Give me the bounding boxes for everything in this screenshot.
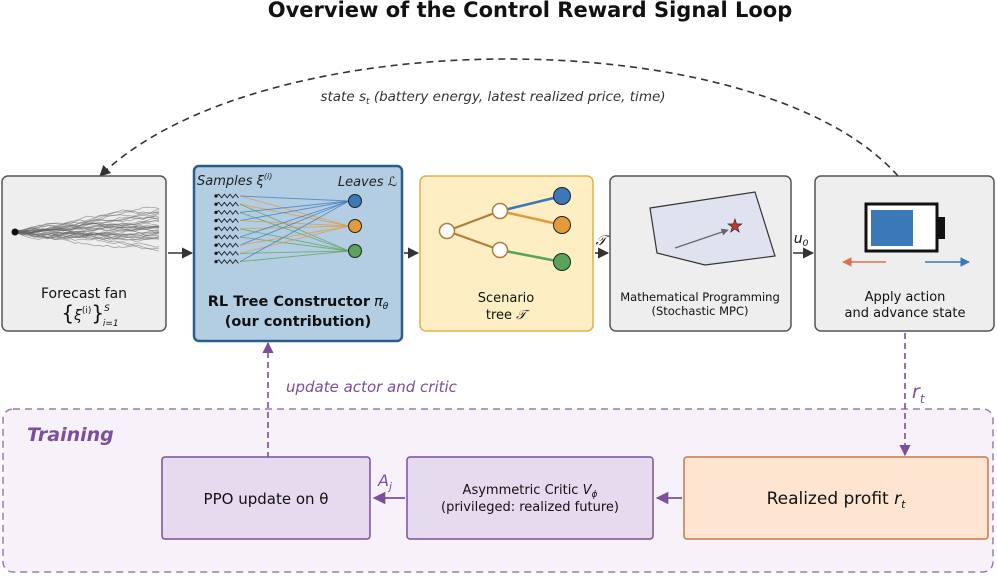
forecast-path (14, 231, 160, 248)
forecast-fan-label: Forecast fan (41, 286, 127, 302)
rl-mapping-edge (239, 250, 350, 254)
update-label: update actor and critic (286, 378, 458, 396)
mpc-label-2: (Stochastic MPC) (651, 304, 748, 318)
critic-label-2: (privileged: realized future) (441, 500, 619, 515)
ppo-update-box: PPO update on θ (161, 456, 371, 540)
critic-label-1: Asymmetric Critic Vϕ (463, 483, 598, 500)
scenario-tree-label-1: Scenario (478, 291, 535, 306)
forecast-path (14, 231, 160, 242)
forecast-path (14, 208, 160, 233)
rl-samples-label: Samples ξ(i) (197, 172, 272, 189)
battery-charge-level (871, 210, 913, 246)
edge-label-advantage: Aj (377, 471, 393, 493)
realized-profit-box: Realized profit rt (683, 456, 989, 540)
forecast-fan-lines (14, 206, 160, 252)
rl-sample-squiggle (215, 250, 239, 256)
rl-sample-squiggle (215, 209, 239, 215)
rl-mapping-edge (239, 236, 350, 252)
rl-leaves-label: Leaves ℒ (338, 175, 397, 190)
mpc-label-1: Mathematical Programming (620, 290, 780, 304)
rl-mapping-edge (239, 200, 350, 238)
rl-mapping-edge (239, 200, 350, 262)
rl-mapping-edge (239, 225, 350, 254)
forecast-path (14, 225, 160, 236)
training-label: Training (27, 424, 114, 446)
rl-mapping-edge (239, 225, 350, 230)
diagram-title: Overview of the Control Reward Signal Lo… (268, 0, 792, 22)
ppo-update-label: PPO update on θ (204, 490, 329, 508)
tree-leaf-orange (553, 216, 571, 234)
rl-leaf-green (348, 244, 362, 258)
tree-mid-node-top (491, 202, 509, 220)
apply-label-2: and advance state (845, 306, 966, 321)
rl-sample-dot (214, 260, 218, 264)
rl-mapping-edge (239, 195, 350, 202)
rl-box-subtitle: (our contribution) (225, 314, 372, 330)
asymmetric-critic-box: Asymmetric Critic Vϕ (privileged: realiz… (406, 456, 654, 540)
rl-sample-dot (214, 251, 218, 255)
rl-sample-dot (214, 210, 218, 214)
rl-mapping-edge (239, 250, 350, 263)
apply-action-box: Apply action and advance state (814, 175, 995, 332)
edge-label-reward: rt (912, 381, 926, 406)
rl-sample-dot (214, 235, 218, 239)
battery-terminal-icon (937, 217, 945, 239)
rl-sample-squiggle (215, 193, 239, 199)
rl-leaf-orange (348, 219, 362, 233)
scenario-tree-box: Scenario tree 𝒯 (419, 175, 594, 332)
rl-sample-dot (214, 194, 218, 198)
rl-tree-constructor-box: Samples ξ(i) Leaves ℒ RL Tree Constructo… (192, 164, 404, 343)
rl-mapping-edges (239, 195, 350, 263)
forecast-path (14, 230, 160, 239)
state-feedback-arrow (99, 58, 899, 177)
forecast-path (14, 212, 160, 233)
forecast-origin-dot (11, 228, 19, 236)
rl-sample-squiggles (214, 193, 239, 265)
rl-sample-dot (214, 243, 218, 247)
rl-leaf-blue (348, 194, 362, 208)
tree-root-node (438, 222, 456, 240)
tree-mid-node-bottom (491, 241, 509, 259)
state-feedback-label: state st (battery energy, latest realize… (320, 89, 665, 107)
optimization-direction-arrow (674, 228, 729, 249)
edge-label-u0: u0 (794, 231, 809, 249)
rl-sample-dot (214, 219, 218, 223)
forecast-path (14, 220, 160, 233)
apply-label-1: Apply action (865, 290, 946, 305)
rl-sample-squiggle (215, 259, 239, 265)
rl-mapping-edge (239, 200, 350, 222)
edge-label-tree: 𝒯 (596, 233, 611, 249)
rl-mapping-edge (239, 200, 350, 246)
rl-mapping-edge (239, 225, 350, 246)
mpc-box: ★ Mathematical Programming (Stochastic M… (609, 175, 792, 332)
rl-sample-squiggle (215, 201, 239, 207)
realized-profit-label: Realized profit rt (767, 489, 907, 511)
rl-sample-squiggle (215, 226, 239, 232)
tree-leaf-green (553, 253, 571, 271)
rl-mapping-edge (239, 200, 350, 213)
rl-sample-squiggle (215, 242, 239, 248)
optimum-star-icon: ★ (727, 216, 743, 237)
feasible-region-polygon (649, 191, 776, 266)
scenario-tree-label-2: tree 𝒯 (486, 308, 530, 323)
rl-sample-dot (214, 202, 218, 206)
rl-sample-squiggle (215, 218, 239, 224)
forecast-path (14, 231, 160, 241)
rl-mapping-edge (239, 203, 350, 227)
rl-sample-dot (214, 227, 218, 231)
tree-leaf-blue (553, 187, 571, 205)
rl-sample-squiggle (215, 234, 239, 240)
